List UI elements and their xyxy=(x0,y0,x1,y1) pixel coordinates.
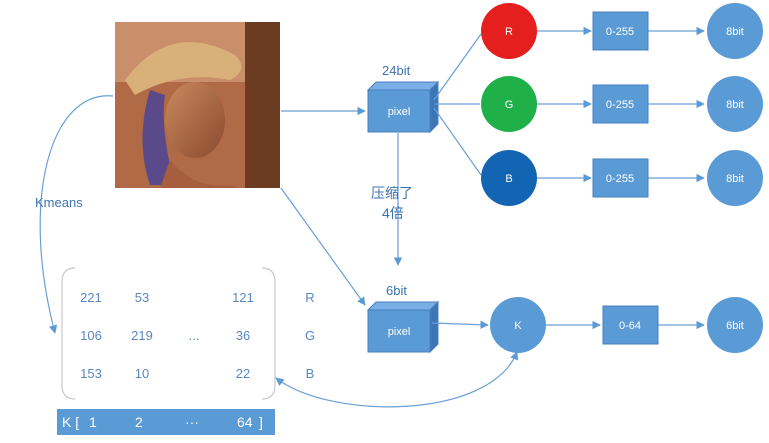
svg-text:0-64: 0-64 xyxy=(619,320,641,332)
k-circle: K xyxy=(490,297,546,353)
matrix-cell: 10 xyxy=(134,366,150,381)
svg-text:6bit: 6bit xyxy=(726,320,744,332)
svg-text:0-255: 0-255 xyxy=(606,26,634,38)
bits-circle-r: 8bit xyxy=(707,3,763,59)
arrow-k-to-matrix xyxy=(275,351,519,408)
svg-text:0-255: 0-255 xyxy=(606,173,634,185)
k-index-item: 2 xyxy=(135,414,143,430)
pixel-bottom-label: pixel xyxy=(388,326,411,338)
range-box-g: 0-255 xyxy=(592,84,649,124)
arrow-kmeans xyxy=(39,95,114,334)
k-index-item: ··· xyxy=(185,414,199,430)
arrow-photo-to-pixel-bottom xyxy=(280,187,366,306)
channel-r-circle: R xyxy=(481,3,537,59)
range-box-r: 0-255 xyxy=(592,11,649,51)
matrix-cell: ... xyxy=(188,328,200,343)
bits-label-24: 24bit xyxy=(382,63,411,78)
svg-text:8bit: 8bit xyxy=(726,26,744,38)
line-pixel-to-b xyxy=(433,107,482,176)
k-index-item: 64 xyxy=(237,414,253,430)
pixel-top-label: pixel xyxy=(388,106,411,118)
svg-text:8bit: 8bit xyxy=(726,173,744,185)
matrix-cell: 106 xyxy=(80,328,102,343)
k-bits-circle: 6bit xyxy=(707,297,763,353)
matrix-left-bracket xyxy=(61,267,76,400)
connector-arrows xyxy=(39,26,705,408)
matrix-cell: 121 xyxy=(232,290,254,305)
channel-g-circle: G xyxy=(481,76,537,132)
svg-text:G: G xyxy=(505,99,514,111)
channel-b-circle: B xyxy=(481,150,537,206)
pixel-cube-bottom xyxy=(366,300,440,354)
matrix-row-label: B xyxy=(305,366,315,381)
svg-text:R: R xyxy=(505,26,513,38)
bits-circle-g: 8bit xyxy=(707,76,763,132)
matrix-row-label: G xyxy=(304,328,316,343)
source-photo xyxy=(115,22,280,188)
line-pixel-to-r xyxy=(433,33,482,101)
matrix-cell: 36 xyxy=(235,328,251,343)
compress-label-line2: 4倍 xyxy=(382,205,404,221)
matrix-row-label: R xyxy=(305,290,315,305)
k-index-suffix: ] xyxy=(259,414,263,430)
svg-text:0-255: 0-255 xyxy=(606,99,634,111)
svg-text:8bit: 8bit xyxy=(726,99,744,111)
pixel-cube-top xyxy=(366,80,440,134)
bits-label-6: 6bit xyxy=(386,283,407,298)
matrix-cell: 53 xyxy=(134,290,150,305)
svg-text:K: K xyxy=(514,320,522,332)
kmeans-label: Kmeans xyxy=(35,195,83,210)
compress-label-line1: 压缩了 xyxy=(371,185,413,201)
matrix-cell: 221 xyxy=(80,290,102,305)
matrix-cell: 22 xyxy=(235,366,251,381)
k-range-box: 0-64 xyxy=(602,305,659,345)
matrix-cell: 153 xyxy=(80,366,102,381)
k-index-bar: K [ 1 2 ··· 64 ] xyxy=(57,409,275,435)
svg-text:B: B xyxy=(505,173,512,185)
k-index-item: 1 xyxy=(89,414,97,430)
k-index-prefix: K [ xyxy=(62,414,80,430)
matrix-right-bracket xyxy=(261,267,276,400)
range-box-b: 0-255 xyxy=(592,158,649,198)
matrix-cell: 219 xyxy=(131,328,153,343)
bits-circle-b: 8bit xyxy=(707,150,763,206)
